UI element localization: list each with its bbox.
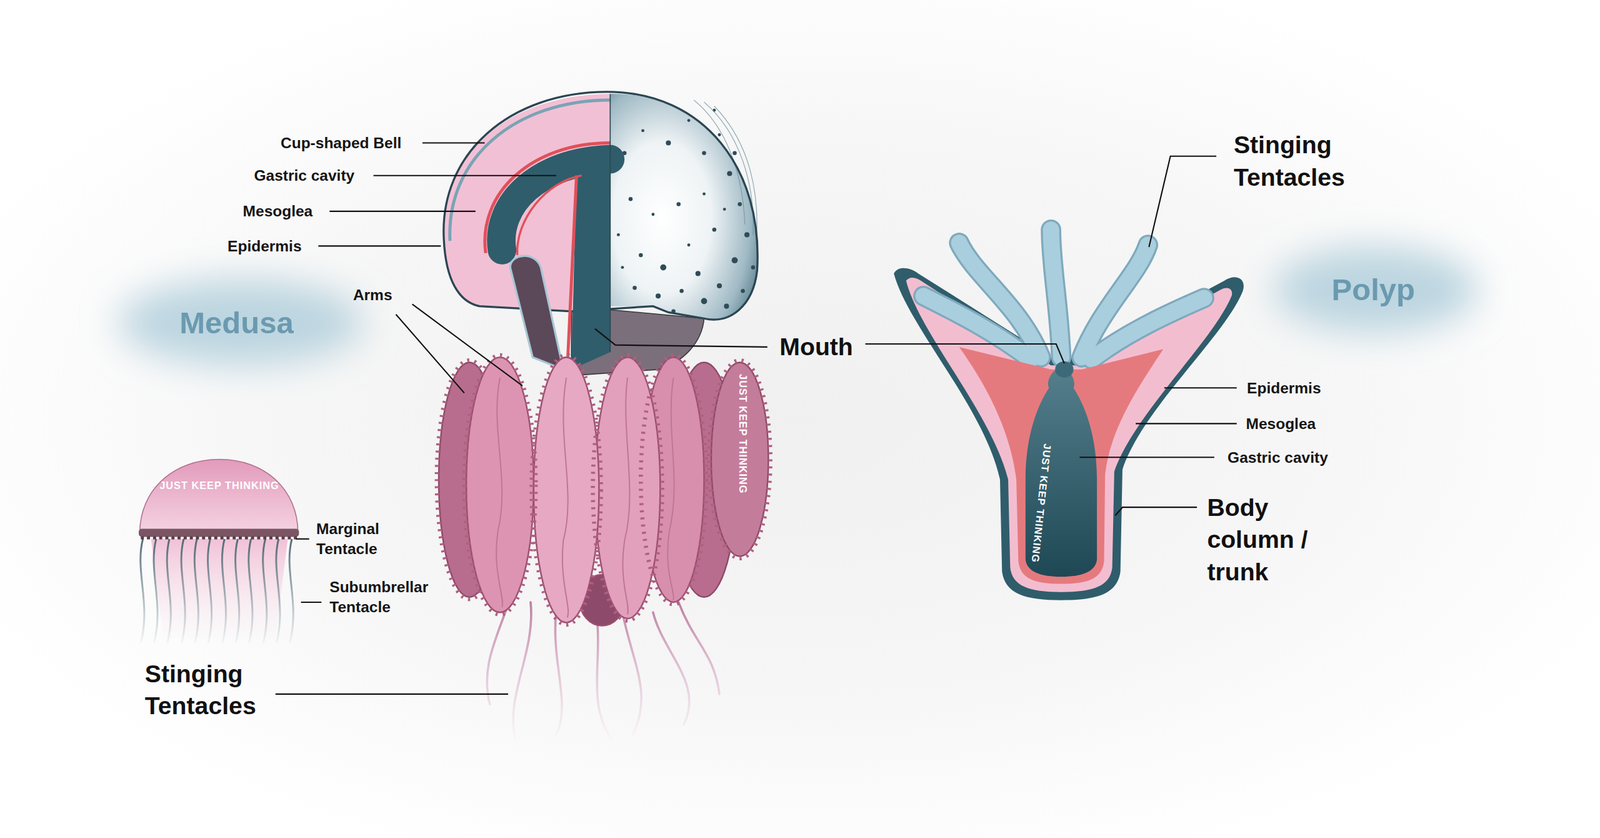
- polyp-illustration: [893, 229, 1244, 600]
- part-label: Mesoglea: [243, 201, 314, 222]
- part-label: Marginal Tentacle: [316, 518, 404, 559]
- part-label: Gastric cavity: [1227, 447, 1329, 468]
- watermark: JUST KEEP THINKING: [159, 479, 279, 492]
- small-medusa: [138, 458, 299, 643]
- glow: [118, 279, 364, 365]
- part-label: Mesoglea: [1246, 413, 1317, 434]
- medusa-illustration: [436, 91, 771, 740]
- watermark: JUST KEEP THINKING: [736, 373, 750, 494]
- glow: [1273, 246, 1479, 333]
- part-label: Epidermis: [1246, 378, 1321, 399]
- part-label: Epidermis: [227, 236, 302, 257]
- part-label: Subumbrellar Tentacle: [329, 576, 442, 617]
- watermark: JUST KEEP THINKING: [1028, 443, 1054, 564]
- part-label: Cup-shaped Bell: [280, 133, 402, 154]
- part-label: Stinging Tentacles: [1233, 128, 1384, 194]
- view-title: Polyp: [1331, 271, 1415, 309]
- leader-lines: [275, 143, 1237, 694]
- part-label: Arms: [353, 285, 393, 305]
- part-label: Stinging Tentacles: [145, 657, 295, 722]
- part-label: Mouth: [779, 330, 854, 364]
- part-label: Body column / trunk: [1206, 491, 1332, 589]
- part-label: Gastric cavity: [254, 165, 355, 186]
- view-title: Medusa: [179, 304, 294, 342]
